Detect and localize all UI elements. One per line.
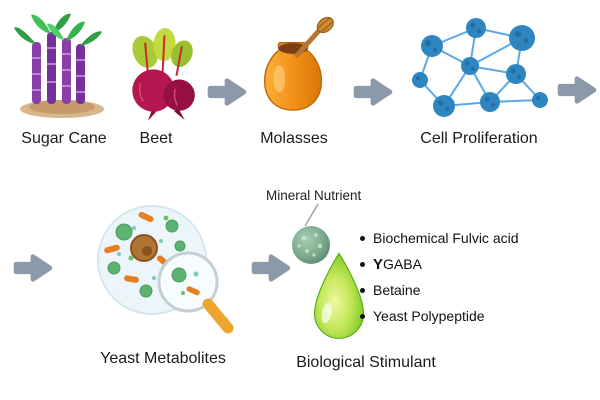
bullet-dot	[360, 262, 365, 267]
mineral-nutrient-sphere	[292, 226, 330, 264]
cell-network-illustration	[412, 18, 548, 117]
biological-stimulant-label: Biological Stimulant	[296, 354, 436, 371]
gaba-symbol: Y	[373, 256, 384, 273]
bullet-label: Betaine	[373, 282, 420, 299]
cell-node-texture	[416, 22, 540, 111]
list-item: Yeast Polypeptide	[360, 308, 570, 325]
list-item: Biochemical Fulvic acid	[360, 230, 570, 247]
cane-leaves	[14, 13, 102, 46]
cell-proliferation-label: Cell Proliferation	[420, 130, 538, 147]
bullet-label: Yeast Polypeptide	[373, 308, 485, 325]
list-item: YGABA	[360, 256, 570, 273]
bullet-list: Biochemical Fulvic acid YGABA Betaine Ye…	[360, 230, 570, 335]
magnifier-icon	[157, 251, 234, 334]
bullet-label-text: Biochemical Fulvic acid	[373, 230, 519, 246]
bullet-label-text: Betaine	[373, 282, 421, 298]
flow-arrow-icon	[251, 254, 291, 282]
mineral-nutrient-pointer-line	[304, 203, 319, 227]
bullet-dot	[360, 236, 365, 241]
bullet-dot	[360, 288, 365, 293]
bullet-label-text: Yeast Polypeptide	[373, 308, 485, 324]
flow-arrow-icon	[207, 78, 247, 106]
flow-arrow-icon	[353, 78, 393, 106]
yeast-metabolites-illustration	[97, 205, 234, 334]
molasses-jar	[263, 41, 323, 111]
sugar-cane-illustration	[14, 13, 104, 118]
beet-label: Beet	[139, 130, 173, 147]
flow-arrow-icon	[13, 254, 53, 282]
bullet-label: YGABA	[373, 256, 422, 273]
molasses-label: Molasses	[260, 130, 328, 147]
bullet-label-text: GABA	[383, 256, 422, 272]
microbe-cells	[104, 211, 186, 298]
honey-dipper-icon	[294, 16, 334, 58]
beet-illustration	[132, 28, 195, 120]
cane-stalks	[32, 32, 85, 104]
droplet-illustration	[313, 252, 365, 339]
list-item: Betaine	[360, 282, 570, 299]
yeast-metabolites-label: Yeast Metabolites	[100, 350, 226, 367]
molasses-illustration	[263, 16, 334, 111]
bullet-dot	[360, 314, 365, 319]
sugar-cane-label: Sugar Cane	[21, 130, 107, 147]
beet-leaves	[132, 28, 193, 77]
bullet-label: Biochemical Fulvic acid	[373, 230, 519, 247]
flow-arrow-icon	[557, 76, 597, 104]
mineral-nutrient-label: Mineral Nutrient	[266, 188, 362, 203]
beet-roots	[132, 69, 195, 120]
